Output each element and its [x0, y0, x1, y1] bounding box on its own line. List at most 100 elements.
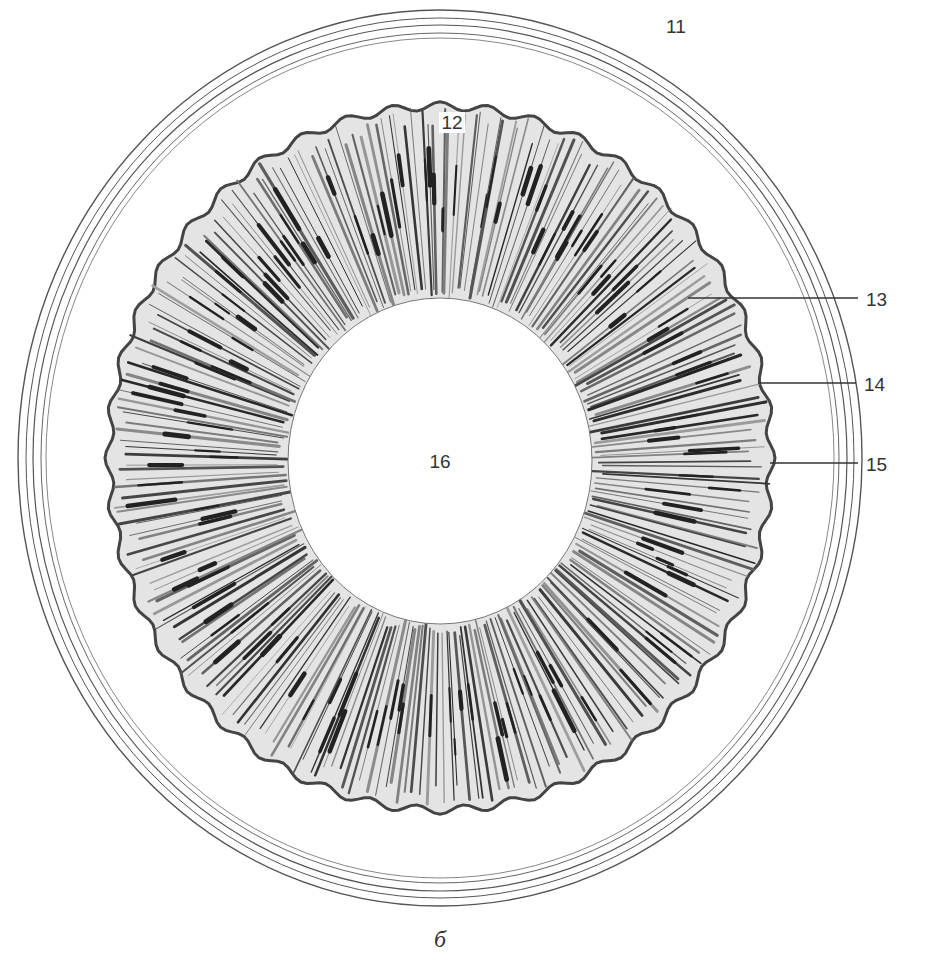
iris-streak — [320, 718, 334, 752]
iris-streak — [493, 140, 550, 307]
iris-streak — [115, 475, 285, 487]
iris-streak — [684, 359, 729, 375]
iris — [105, 102, 775, 814]
iris-streak — [603, 474, 769, 484]
iris-streak — [551, 573, 665, 684]
iris-streak — [461, 627, 483, 798]
iris-streak — [289, 608, 364, 746]
iris-streak — [399, 155, 403, 185]
iris-streak — [452, 115, 465, 293]
iris-streak — [175, 410, 205, 416]
iris-streak — [160, 384, 187, 392]
iris-streak — [238, 317, 255, 329]
iris-streak — [599, 461, 751, 463]
iris-streak — [154, 329, 294, 395]
iris-streak — [343, 628, 392, 788]
iris-streak — [389, 116, 415, 290]
iris-streak — [436, 633, 438, 786]
iris-streak — [598, 506, 757, 548]
iris-streak — [523, 168, 531, 194]
iris-streak — [643, 539, 682, 553]
iris-streak — [532, 597, 632, 740]
iris-streak — [507, 704, 515, 733]
eye-rings — [18, 10, 862, 906]
iris-streak — [449, 688, 450, 722]
iris-streak — [137, 495, 282, 523]
iris-streak — [501, 619, 559, 764]
iris-streak — [143, 511, 295, 560]
iris-streak — [328, 177, 334, 193]
iris-streak — [680, 475, 713, 477]
iris-streak — [571, 565, 701, 664]
iris-streak — [183, 559, 305, 642]
iris-streak — [596, 440, 755, 452]
iris-streak — [127, 472, 279, 479]
iris-streak — [611, 315, 625, 326]
iris-streak — [582, 528, 738, 598]
iris-streak — [149, 530, 303, 602]
iris-streak — [514, 669, 523, 694]
iris-streak — [378, 706, 387, 745]
iris-streak — [530, 170, 619, 315]
iris-streak — [298, 151, 370, 308]
iris-streak — [506, 140, 574, 302]
iris-streak — [433, 126, 437, 294]
iris-streak — [591, 354, 734, 407]
iris-streak — [127, 464, 278, 465]
iris-streak — [405, 127, 422, 289]
iris-streak — [444, 118, 448, 293]
iris-streak — [237, 181, 345, 331]
iris-streak — [128, 510, 284, 555]
iris-streak — [259, 257, 279, 280]
iris-streak — [459, 115, 477, 287]
iris-streak — [496, 204, 500, 222]
iris-streak — [232, 603, 268, 632]
outer-ring — [41, 33, 839, 883]
iris-streak — [367, 125, 404, 295]
iris-streak — [181, 341, 200, 350]
callout-number: 14 — [862, 374, 887, 395]
iris-streak — [349, 627, 396, 794]
iris-streak — [123, 481, 287, 498]
iris-streak — [405, 626, 423, 792]
iris-streak — [592, 451, 748, 457]
iris-streak — [207, 241, 319, 347]
iris-streak — [190, 297, 223, 319]
iris-streak — [391, 630, 415, 783]
iris-streak — [596, 367, 750, 415]
iris-streak — [601, 261, 615, 277]
iris-streak — [189, 567, 228, 586]
iris-streak — [487, 157, 496, 208]
iris-streak — [153, 286, 298, 375]
iris-streak — [120, 440, 277, 452]
iris-streak — [527, 600, 613, 731]
iris-streak — [587, 305, 734, 384]
iris-streak — [664, 504, 701, 511]
iris-streak — [210, 456, 237, 459]
iris-streak — [560, 231, 672, 342]
iris-streak — [638, 543, 653, 549]
iris-streak — [657, 558, 673, 565]
iris-streak — [581, 314, 734, 392]
iris-streak — [572, 231, 581, 246]
iris-streak — [527, 162, 614, 312]
iris-streak — [319, 238, 329, 256]
iris-streak — [696, 374, 727, 384]
iris-streak — [203, 511, 236, 519]
iris-streak — [200, 563, 215, 570]
callout-number: 13 — [864, 289, 889, 310]
iris-streak — [277, 638, 297, 662]
callout-number: 16 — [427, 451, 452, 472]
iris-streak — [540, 696, 550, 720]
iris-streak — [655, 428, 674, 431]
iris-streak — [194, 584, 235, 608]
iris-streak — [534, 599, 626, 729]
iris-streak — [590, 397, 758, 432]
iris-streak — [128, 500, 176, 506]
iris-streak — [165, 434, 189, 437]
iris-streak — [709, 488, 740, 491]
iris-streak — [491, 619, 546, 787]
iris-streak — [447, 631, 454, 800]
iris-streak — [649, 438, 679, 441]
outer-ring — [33, 25, 847, 891]
